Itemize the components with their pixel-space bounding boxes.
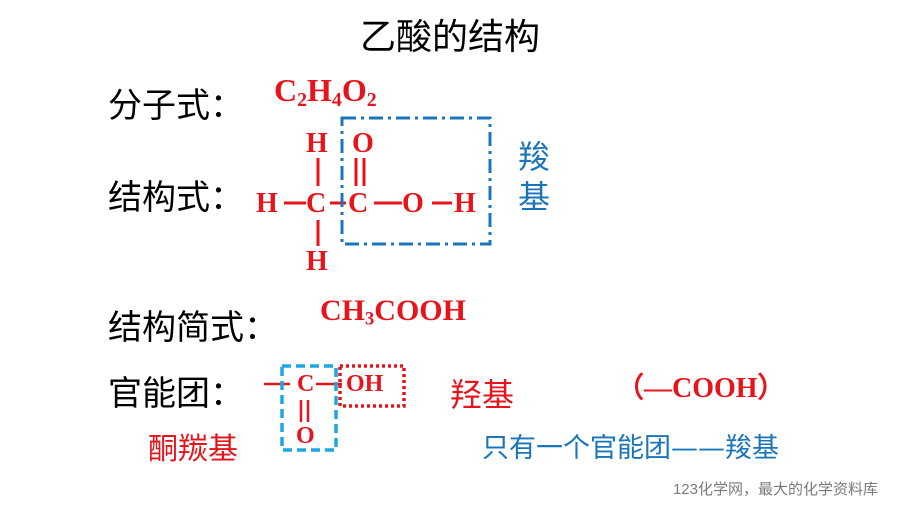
functional-group-diagram bbox=[264, 364, 406, 452]
carbonyl-oxygen: O bbox=[296, 423, 315, 449]
carbonyl-name: 酮羰基 bbox=[148, 432, 238, 467]
structural-bonds bbox=[284, 116, 492, 246]
atom-o-carbonyl: O bbox=[352, 128, 374, 159]
carboxyl-group-formula: （—COOH） bbox=[616, 373, 786, 404]
atom-h-bottom: H bbox=[306, 246, 328, 277]
carboxyl-name-char2: 基 bbox=[518, 178, 551, 216]
molecular-formula-label: 分子式： bbox=[108, 86, 244, 126]
functional-group-note: 只有一个官能团——羧基 bbox=[482, 433, 779, 464]
footer-watermark: 123化学网，最大的化学资料库 bbox=[672, 481, 878, 498]
carbonyl-carbon: C bbox=[297, 371, 315, 397]
simplified-formula-label: 结构简式： bbox=[108, 308, 278, 348]
hydroxyl-group: OH bbox=[346, 371, 384, 397]
carboxyl-name-char1: 羧 bbox=[518, 138, 551, 176]
atom-h-hydroxyl: H bbox=[454, 188, 476, 219]
page-title: 乙酸的结构 bbox=[359, 17, 540, 58]
atom-h-top: H bbox=[306, 128, 328, 159]
atom-c-methyl: C bbox=[306, 188, 327, 219]
atom-c-carboxyl: C bbox=[348, 188, 369, 219]
simplified-formula: CH3COOH bbox=[320, 294, 466, 330]
atom-o-hydroxyl: O bbox=[402, 188, 424, 219]
hydroxyl-name: 羟基 bbox=[450, 376, 515, 414]
atom-h-left: H bbox=[256, 188, 278, 219]
functional-group-label: 官能团： bbox=[108, 374, 244, 414]
structural-formula-label: 结构式： bbox=[108, 178, 244, 218]
molecular-formula: C2H4O2 bbox=[274, 72, 377, 111]
